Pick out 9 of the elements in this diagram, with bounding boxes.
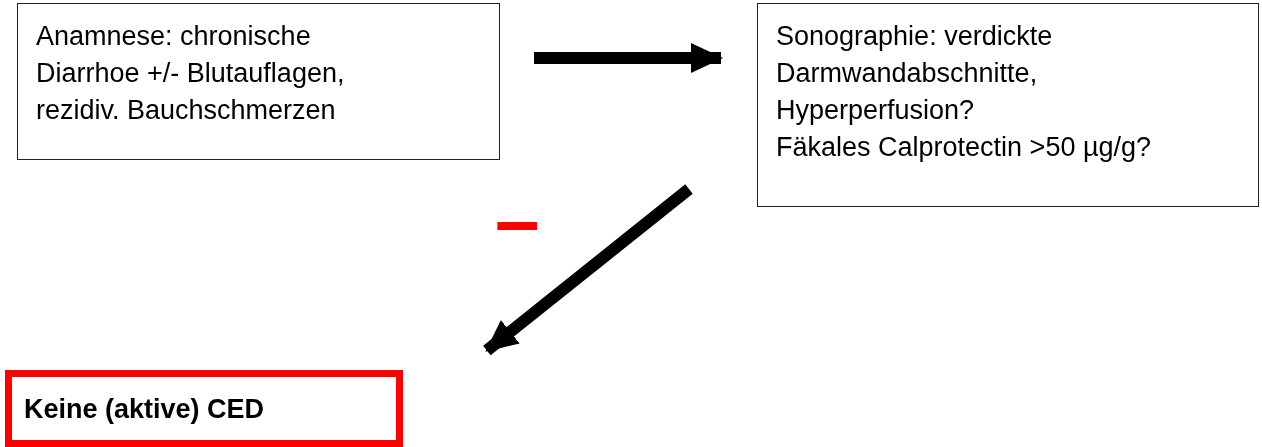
process-box: [17, 3, 500, 160]
box-text: Sonographie: verdickte Darmwandabschnitte, Hyperperfusion?: [776, 20, 1054, 127]
result-box: [5, 370, 403, 447]
arrow: [483, 184, 693, 356]
arrow: [534, 43, 723, 73]
box-text: Keine (aktive) CED: [24, 393, 266, 426]
box-text: Fäkales Calprotectin >50 µg/g?: [776, 131, 1153, 164]
box-text: Anamnese: chronische Diarrhoe +/- Blutauflagen, rezidiv. Bauchschmerzen: [36, 20, 346, 127]
process-box: [757, 3, 1259, 207]
